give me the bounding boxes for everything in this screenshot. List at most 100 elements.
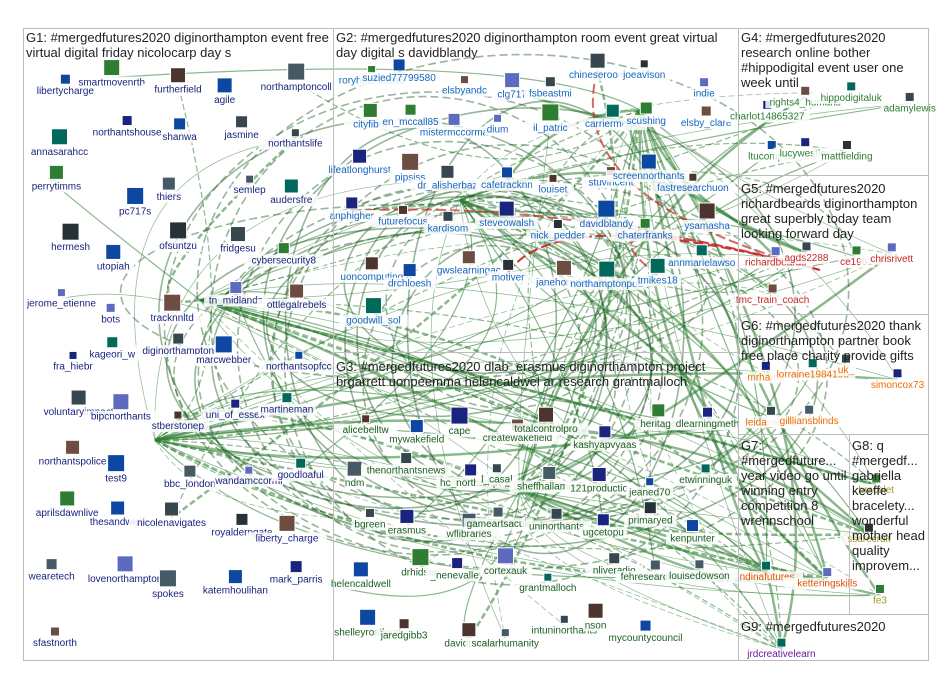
- graph-node[interactable]: jasmine: [220, 115, 263, 141]
- graph-node[interactable]: nick_pedder: [526, 218, 590, 242]
- graph-node[interactable]: uninorthants: [522, 507, 591, 533]
- graph-node[interactable]: goodloaful: [271, 457, 330, 482]
- graph-node[interactable]: jeaned70: [626, 477, 674, 499]
- graph-node[interactable]: stberstonep: [146, 410, 210, 433]
- graph-node[interactable]: northamptoncoll: [253, 62, 339, 94]
- graph-node[interactable]: bipcnorthants: [83, 393, 158, 423]
- graph-node[interactable]: ofsuntzu: [154, 221, 202, 252]
- graph-node[interactable]: northantsopfcc: [259, 350, 339, 373]
- graph-node[interactable]: ugcetopu: [579, 513, 627, 539]
- graph-node[interactable]: hippodigitaluk: [811, 81, 892, 104]
- graph-node[interactable]: perrytimms: [27, 164, 86, 193]
- graph-node[interactable]: en_mccall85: [378, 103, 443, 129]
- graph-node[interactable]: cybersecurity8: [243, 242, 324, 267]
- graph-node[interactable]: motiver: [487, 258, 530, 284]
- graph-node[interactable]: marcwebber: [194, 335, 253, 366]
- graph-node[interactable]: elsbyandc: [438, 75, 491, 97]
- graph-node[interactable]: agds2288: [782, 241, 831, 264]
- graph-node[interactable]: nicolenavigates: [129, 501, 215, 530]
- graph-node[interactable]: wandamccormi: [214, 465, 284, 488]
- graph-node[interactable]: suzied77799580: [359, 58, 439, 84]
- graph-node[interactable]: clg717: [493, 72, 531, 101]
- graph-node[interactable]: drchloesh: [383, 263, 436, 290]
- graph-node[interactable]: scalarhumanity: [465, 628, 546, 650]
- graph-node[interactable]: il_patric: [524, 103, 577, 134]
- graph-node[interactable]: fsbeastmi: [524, 76, 577, 100]
- graph-node[interactable]: tmc_train_coach: [730, 283, 816, 307]
- graph-node[interactable]: joeavison: [617, 59, 671, 81]
- graph-node[interactable]: hermesh: [49, 222, 92, 254]
- graph-node[interactable]: liberty_charge: [247, 514, 327, 545]
- graph-node[interactable]: lovenorthampton: [82, 555, 168, 585]
- graph-node[interactable]: jaredgibb3: [375, 618, 434, 642]
- graph-node[interactable]: thenorthantsnews: [360, 452, 452, 477]
- graph-node[interactable]: lifeatlonghurst: [317, 148, 403, 177]
- graph-node[interactable]: fra_hiebr: [46, 350, 100, 373]
- graph-node[interactable]: mark_parris: [264, 560, 328, 586]
- graph-node[interactable]: etwinninguk: [673, 463, 738, 486]
- graph-node[interactable]: bots: [97, 302, 124, 326]
- graph-node[interactable]: gillliansblinds: [766, 404, 852, 428]
- graph-node[interactable]: dlearningmeth: [670, 406, 745, 431]
- graph-node[interactable]: lorraine1984198: [770, 358, 856, 381]
- graph-node[interactable]: chrisrivett: [860, 242, 924, 265]
- graph-node[interactable]: erasmus: [385, 508, 428, 537]
- graph-node[interactable]: mywakefield: [385, 419, 449, 446]
- graph-node[interactable]: ysamasha: [683, 202, 731, 232]
- graph-node[interactable]: ottlegalrebels: [256, 283, 337, 312]
- graph-node[interactable]: indinafutures: [728, 560, 804, 584]
- graph-node[interactable]: simoncox73: [868, 368, 927, 391]
- graph-node[interactable]: chineseroom: [565, 52, 630, 82]
- graph-node[interactable]: louisedowson: [665, 559, 734, 582]
- graph-node[interactable]: aprilsdawnlive: [27, 490, 108, 519]
- graph-node[interactable]: thiers: [150, 176, 188, 204]
- graph-node[interactable]: indie: [688, 77, 720, 100]
- graph-node[interactable]: utopiah: [92, 243, 135, 273]
- graph-node[interactable]: l_casal: [475, 463, 518, 486]
- graph-node[interactable]: audersfre: [265, 178, 318, 207]
- graph-node[interactable]: futurefocus: [371, 204, 435, 228]
- graph-node[interactable]: annasarahcc: [27, 128, 92, 158]
- graph-node[interactable]: 121productio: [564, 466, 634, 495]
- graph-node[interactable]: fastresearchuon: [650, 172, 736, 195]
- graph-node[interactable]: smartmovenrth: [74, 59, 149, 89]
- graph-node[interactable]: elsby_clare: [674, 105, 738, 130]
- graph-node[interactable]: uk_: [835, 353, 857, 377]
- graph-node[interactable]: bracelet: [852, 473, 900, 497]
- graph-node[interactable]: primaryed: [624, 501, 677, 527]
- graph-node[interactable]: fridgesu: [214, 226, 262, 255]
- graph-node[interactable]: northantspolice: [30, 439, 116, 468]
- graph-node[interactable]: jerome_etienne: [21, 288, 102, 310]
- graph-node[interactable]: scushing: [622, 101, 670, 128]
- graph-node[interactable]: gameartsacuk: [463, 506, 533, 531]
- graph-node[interactable]: semlep: [231, 174, 268, 197]
- graph-node[interactable]: tn_midlands: [204, 281, 268, 307]
- graph-node[interactable]: test9: [100, 454, 132, 485]
- graph-node[interactable]: tracknnltd: [143, 293, 202, 325]
- graph-node[interactable]: cortexauk: [479, 547, 532, 577]
- graph-node[interactable]: helencaldwell: [323, 561, 398, 590]
- graph-node[interactable]: totalcontrolpro: [503, 406, 589, 436]
- graph-node[interactable]: dium: [484, 113, 511, 136]
- graph-node[interactable]: screennorthants: [606, 153, 692, 183]
- graph-node[interactable]: dr_alisherbaz: [410, 164, 485, 192]
- graph-node[interactable]: annmarielawso: [664, 244, 739, 269]
- graph-node[interactable]: adamylewis: [880, 91, 939, 115]
- graph-node[interactable]: pipsiss: [389, 152, 432, 184]
- graph-node[interactable]: kardisom: [424, 210, 472, 235]
- graph-node[interactable]: heritage: [634, 403, 682, 430]
- graph-node[interactable]: northamptonpod: [566, 260, 647, 291]
- graph-node[interactable]: katemhoulihan: [198, 569, 273, 597]
- graph-node[interactable]: cafetracknn: [475, 166, 539, 191]
- graph-node[interactable]: kenpunter: [666, 519, 719, 545]
- graph-node[interactable]: pc717s: [116, 186, 154, 218]
- graph-node[interactable]: alicebelltw: [333, 414, 398, 436]
- graph-node[interactable]: davidblandy: [574, 199, 639, 231]
- graph-node[interactable]: kashyapvyaas: [570, 425, 640, 451]
- graph-node[interactable]: mattfielding: [812, 140, 882, 163]
- graph-node[interactable]: goodwill_sol: [339, 297, 408, 327]
- graph-node[interactable]: northantslife: [258, 128, 333, 150]
- graph-node[interactable]: mistermccorma: [416, 112, 492, 139]
- graph-node[interactable]: grantmalloch: [513, 572, 583, 595]
- graph-node[interactable]: bgreen: [351, 507, 389, 531]
